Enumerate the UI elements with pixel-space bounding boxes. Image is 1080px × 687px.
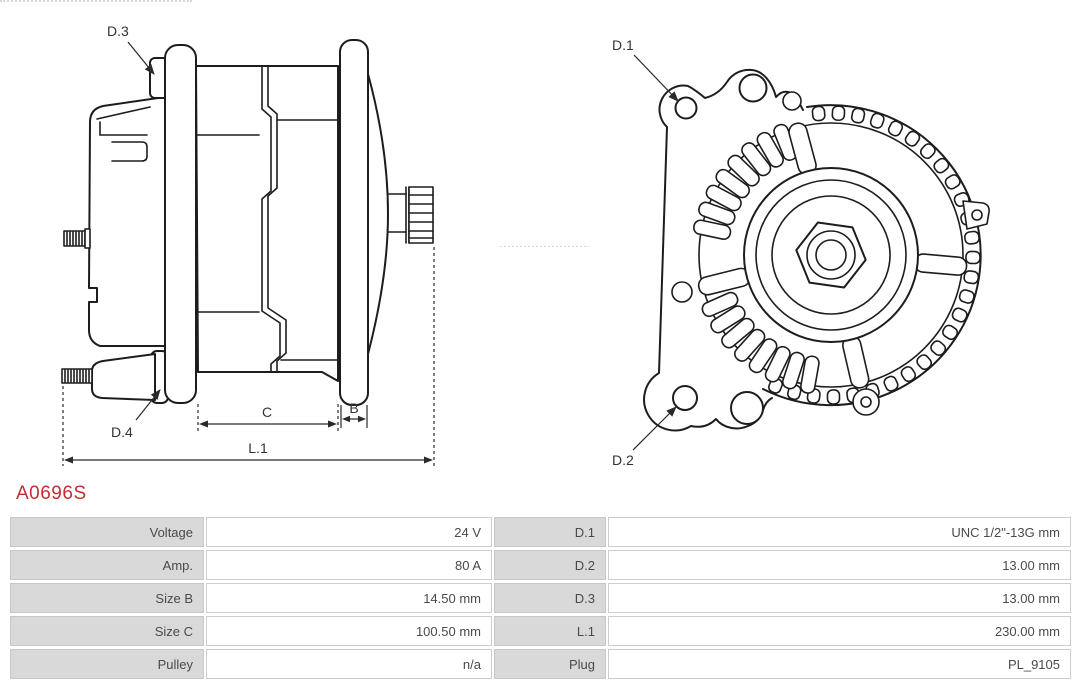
callout-label-d1: D.1	[612, 37, 634, 53]
callout-d3: D.3	[107, 23, 155, 75]
spec-value: n/a	[206, 649, 492, 679]
callout-d4: D.4	[111, 389, 161, 440]
callout-label-d4: D.4	[111, 424, 133, 440]
watermark-line	[500, 246, 589, 247]
spec-label: Pulley	[10, 649, 204, 679]
technical-drawing: C B L.1 D.3 D.4	[61, 23, 990, 468]
spec-value: 230.00 mm	[608, 616, 1071, 646]
mount-hole-d1	[674, 96, 698, 120]
alternator-front-view: D.1 D.2	[612, 37, 990, 468]
callout-d1: D.1	[612, 37, 679, 102]
callout-d2: D.2	[612, 406, 677, 468]
spec-label: Size C	[10, 616, 204, 646]
spec-value: 100.50 mm	[206, 616, 492, 646]
mount-hole-d2	[672, 385, 698, 411]
spec-value: 13.00 mm	[608, 550, 1071, 580]
spec-value: UNC 1/2"-13G mm	[608, 517, 1071, 547]
callout-label-d2: D.2	[612, 452, 634, 468]
spec-label: D.3	[494, 583, 606, 613]
dim-label-b: B	[349, 400, 358, 416]
spec-value: 80 A	[206, 550, 492, 580]
alternator-side-view: C B L.1 D.3 D.4	[61, 23, 435, 466]
spec-value: 24 V	[206, 517, 492, 547]
spec-value: PL_9105	[608, 649, 1071, 679]
dim-label-c: C	[262, 404, 272, 420]
spec-label: Size B	[10, 583, 204, 613]
part-number: A0696S	[16, 483, 87, 504]
callout-label-d3: D.3	[107, 23, 129, 39]
dim-label-l1: L.1	[248, 440, 268, 456]
spec-label: L.1	[494, 616, 606, 646]
spec-label: Amp.	[10, 550, 204, 580]
cropped-border-artifact	[0, 0, 192, 2]
dimension-lines-side: C B L.1	[62, 247, 435, 466]
spec-table: Voltage 24 V D.1 UNC 1/2"-13G mm Amp. 80…	[10, 517, 1071, 679]
spec-label: Voltage	[10, 517, 204, 547]
spec-value: 14.50 mm	[206, 583, 492, 613]
spec-label: D.2	[494, 550, 606, 580]
spec-value: 13.00 mm	[608, 583, 1071, 613]
spec-label: Plug	[494, 649, 606, 679]
spec-label: D.1	[494, 517, 606, 547]
